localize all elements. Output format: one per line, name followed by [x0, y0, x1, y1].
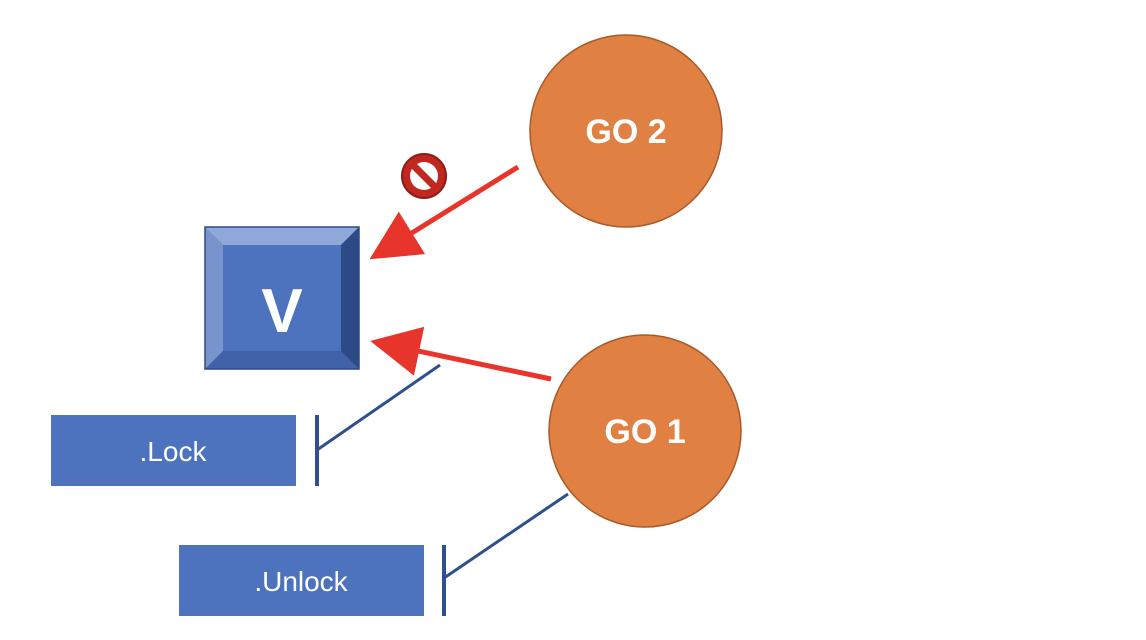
variable-box-face — [205, 227, 359, 369]
lock-callout: .Lock — [51, 415, 296, 486]
variable-box-bevel-bottom — [205, 351, 359, 369]
goroutine-go1: GO 1 — [548, 334, 742, 528]
goroutine-go2-label: GO 2 — [585, 113, 666, 151]
goroutine-go1-label: GO 1 — [604, 413, 685, 451]
lock-connector-line — [316, 363, 441, 452]
variable-box-bevel-top — [205, 227, 359, 245]
variable-box: V — [204, 226, 360, 370]
go1-access-arrow — [370, 326, 552, 382]
goroutine-go2-circle — [529, 34, 723, 228]
unlock-callout: .Unlock — [179, 545, 424, 616]
unlock-connector-line — [443, 492, 569, 580]
unlock-callout-label: .Unlock — [254, 566, 348, 597]
prohibited-icon-slash — [411, 163, 437, 189]
goroutine-go2: GO 2 — [529, 34, 723, 228]
variable-label: V — [261, 277, 302, 346]
prohibited-icon — [401, 153, 447, 199]
lock-callout-box — [51, 415, 296, 486]
go2-access-arrow — [369, 164, 520, 260]
variable-box-border — [204, 226, 360, 370]
lock-connector — [315, 363, 441, 486]
unlock-callout-box — [179, 545, 424, 616]
variable-box-bevel-left — [205, 227, 223, 369]
lock-callout-label: .Lock — [140, 436, 208, 467]
variable-box-bevel-right — [341, 227, 359, 369]
goroutine-go1-circle — [548, 334, 742, 528]
unlock-connector — [442, 492, 569, 616]
